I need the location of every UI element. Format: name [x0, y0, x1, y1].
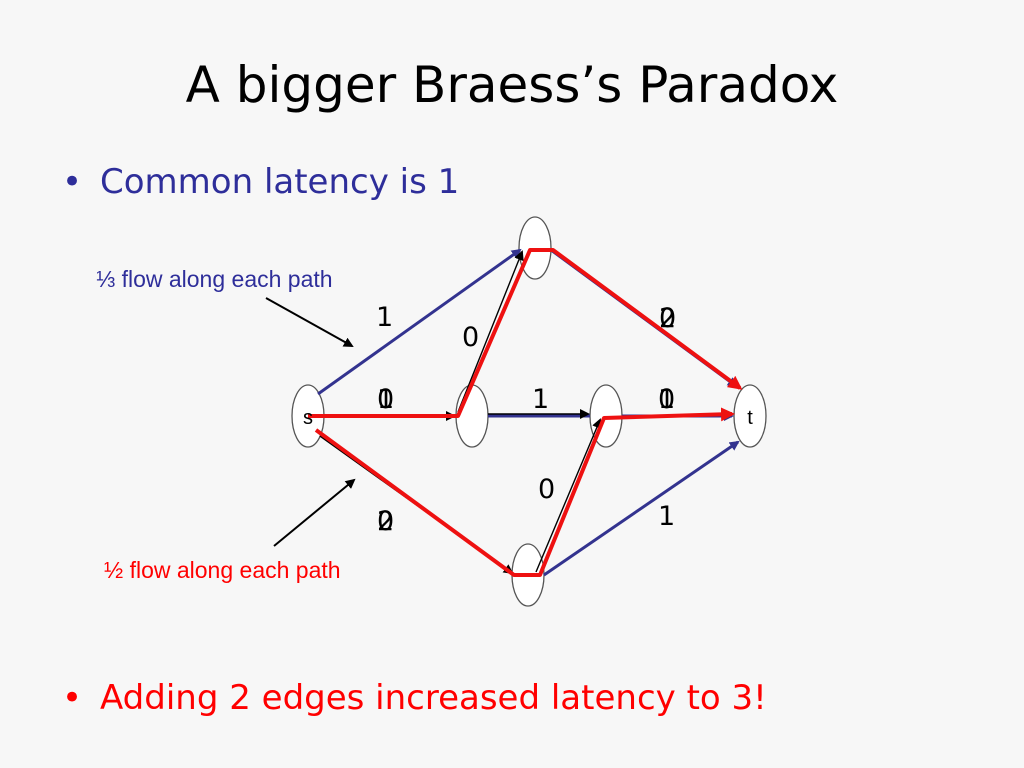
- latency-top-t-a: 2: [659, 303, 676, 334]
- latency-mid-t-a: 1: [658, 384, 675, 415]
- latency-mid-mid: 1: [532, 384, 549, 415]
- bullet-dot: •: [62, 678, 83, 718]
- red-path-lower: [314, 407, 735, 577]
- slide-title: A bigger Braess’s Paradox: [185, 56, 839, 114]
- annotation-arrow-half: [273, 478, 356, 547]
- latency-bottom-t: 1: [658, 501, 675, 532]
- latency-s-bottom-a: 2: [377, 506, 394, 537]
- latency-s-top: 1: [376, 302, 393, 333]
- edge-s-top: [317, 248, 522, 396]
- bullet-dot: •: [62, 162, 83, 202]
- red-path-upper: [308, 248, 743, 418]
- latency-top-t-b: 0: [659, 303, 676, 334]
- latency-top-mid: 0: [462, 322, 479, 353]
- bullet-added-edges: • Adding 2 edges increased latency to 3!: [62, 678, 767, 718]
- annotation-half-flow: ½ flow along each path: [104, 557, 341, 583]
- annotation-third-flow: ⅓ flow along each path: [96, 266, 333, 292]
- annotation-arrow-third: [265, 297, 354, 347]
- bullet-text: Common latency is 1: [100, 162, 460, 202]
- latency-s-mid-b: 0: [377, 384, 394, 415]
- edge-mid1-top: [457, 250, 524, 413]
- latency-bottom-mid: 0: [538, 474, 555, 505]
- node-mid1: [455, 384, 489, 448]
- latency-mid-t-b: 0: [658, 384, 675, 415]
- node-s-label: s: [303, 407, 313, 429]
- latency-s-bottom-b: 0: [377, 506, 394, 537]
- bullet-text: Adding 2 edges increased latency to 3!: [100, 678, 767, 718]
- edge-bottom-t: [543, 440, 740, 577]
- bullet-common-latency: • Common latency is 1: [62, 162, 459, 202]
- edge-bottom-mid2: [535, 418, 602, 573]
- latency-s-mid-a: 1: [377, 384, 394, 415]
- node-t-label: t: [747, 407, 753, 429]
